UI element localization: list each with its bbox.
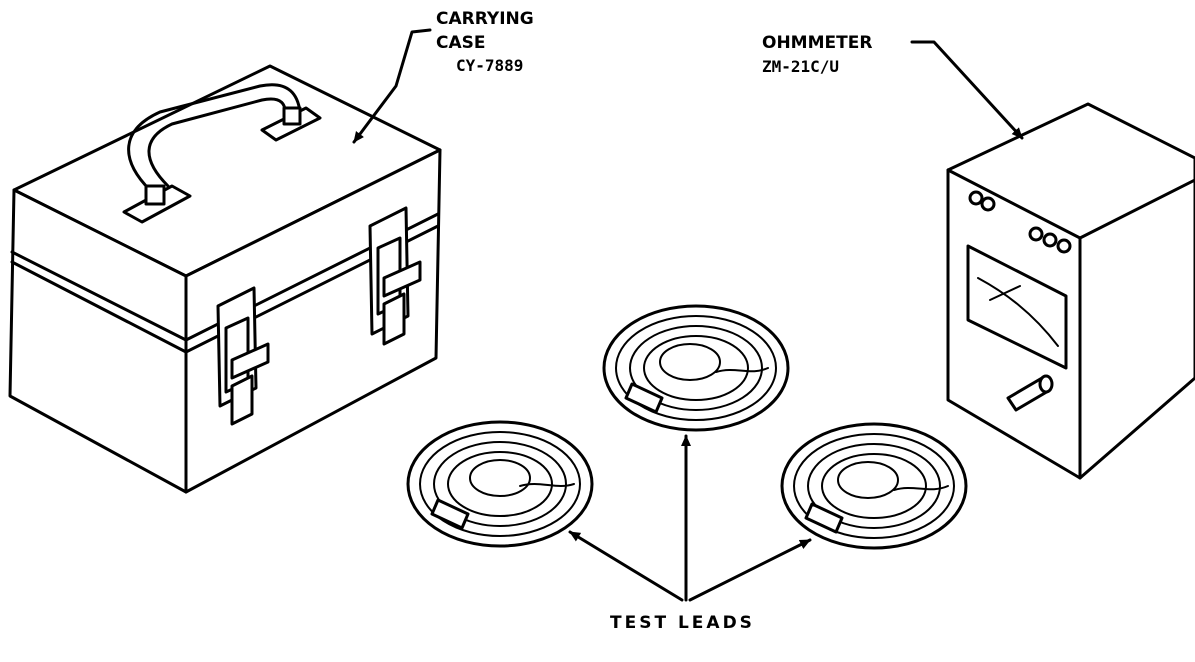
ohmmeter — [946, 102, 1195, 480]
terminal-knob — [1042, 232, 1058, 248]
test-lead-coil-middle — [602, 304, 790, 432]
terminal-knob — [980, 196, 996, 212]
carrying-case — [8, 64, 442, 494]
case-handle — [122, 83, 322, 224]
test-lead-coil-left — [406, 420, 594, 548]
test-leads-label: TEST LEADS — [610, 613, 755, 633]
case-latch-right — [368, 206, 422, 346]
case-pointer-arrow — [352, 28, 432, 144]
ohmmeter-label-name: OHMMETER — [762, 33, 872, 53]
selector-knob — [1006, 374, 1054, 412]
lead-connector — [804, 502, 844, 534]
terminal-knob — [1028, 226, 1044, 242]
case-latch-left — [216, 286, 270, 426]
meter-scale — [977, 277, 1059, 347]
leads-arrow-left — [568, 530, 684, 602]
leads-pointer-arrows — [568, 434, 812, 602]
leads-arrow-right — [688, 538, 812, 602]
ohmmeter-pointer-arrow — [910, 40, 1024, 140]
case-model-number: CY-7889 — [456, 56, 523, 75]
test-lead-coil-right — [780, 422, 968, 550]
meter-needle — [989, 285, 1021, 301]
ohmmeter-label: OHMMETER ZM-21C/U — [762, 33, 1024, 140]
meter-window — [966, 244, 1068, 370]
terminal-knob — [1056, 238, 1072, 254]
terminal-knob — [968, 190, 984, 206]
lead-connector — [430, 498, 470, 530]
ohmmeter-model-number: ZM-21C/U — [762, 57, 839, 76]
case-label-line2: CASE — [436, 33, 486, 53]
lead-connector — [624, 382, 664, 414]
case-label: CARRYING CASE CY-7889 — [352, 9, 534, 144]
case-label-line1: CARRYING — [436, 9, 534, 29]
